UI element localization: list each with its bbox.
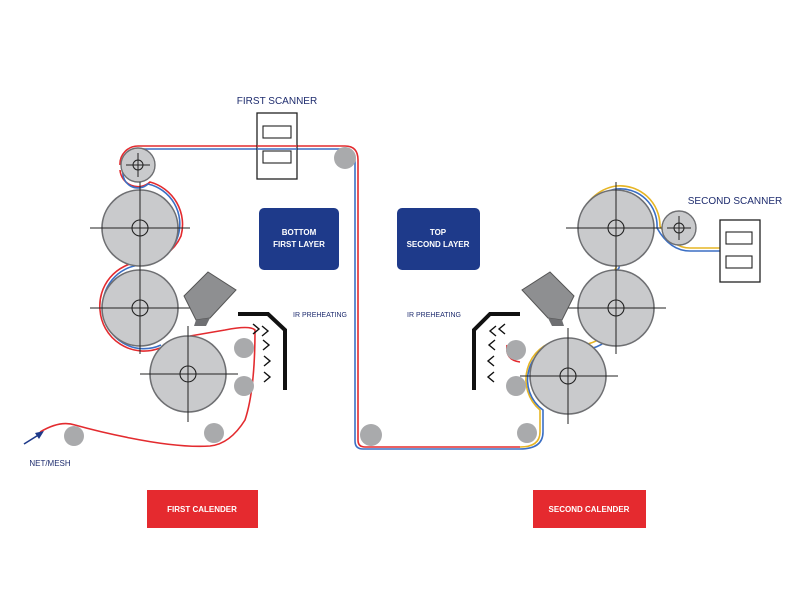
- guide-roller: [64, 426, 84, 446]
- left-guide-rollers: [64, 147, 382, 446]
- calender-roller-2: [90, 262, 190, 354]
- net-mesh-label: NET/MESH: [29, 459, 71, 468]
- calender-roller-3: [140, 326, 238, 422]
- calender-roller-6: [520, 328, 618, 424]
- extruder-die-right: [521, 271, 575, 326]
- second-calender-rollers: [520, 182, 697, 424]
- first-calender-box: FIRST CALENDER: [147, 490, 258, 528]
- ir-heater-left: [238, 312, 287, 390]
- guide-roller: [517, 423, 537, 443]
- calender-roller-4: [566, 182, 666, 274]
- extruder-die-left: [183, 271, 237, 326]
- calender-roller-5: [566, 262, 666, 354]
- ir-preheating-right-label: IR PREHEATING: [407, 312, 461, 319]
- guide-roller: [204, 423, 224, 443]
- guide-roller: [360, 424, 382, 446]
- bottom-layer-line2: FIRST LAYER: [273, 240, 325, 249]
- first-scanner-label: FIRST SCANNER: [237, 96, 317, 107]
- second-scanner-label: SECOND SCANNER: [688, 196, 782, 207]
- first-calender-rollers: [90, 147, 238, 422]
- top-layer-line1: TOP: [430, 228, 447, 237]
- guide-roller: [334, 147, 356, 169]
- guide-roller: [234, 338, 254, 358]
- guide-roller: [234, 376, 254, 396]
- guide-roller: [506, 376, 526, 396]
- net-mesh-arrow: [23, 431, 44, 445]
- right-guide-rollers: [506, 340, 537, 443]
- first-calender-label: FIRST CALENDER: [167, 505, 237, 514]
- guide-roller: [506, 340, 526, 360]
- ir-preheating-left-label: IR PREHEATING: [293, 312, 347, 319]
- bottom-first-layer-box: BOTTOM FIRST LAYER: [259, 208, 339, 270]
- small-roller-left: [120, 147, 156, 183]
- top-second-layer-box: TOP SECOND LAYER: [397, 208, 480, 270]
- small-roller-right: [661, 210, 697, 246]
- calender-roller-1: [90, 182, 190, 274]
- second-calender-box: SECOND CALENDER: [533, 490, 646, 528]
- first-scanner: [256, 112, 298, 180]
- net-mesh-path: [39, 326, 256, 448]
- second-scanner: [719, 219, 761, 283]
- ir-heater-right: [472, 312, 520, 390]
- bottom-layer-line1: BOTTOM: [282, 228, 317, 237]
- second-calender-label: SECOND CALENDER: [549, 505, 630, 514]
- top-layer-line2: SECOND LAYER: [407, 240, 470, 249]
